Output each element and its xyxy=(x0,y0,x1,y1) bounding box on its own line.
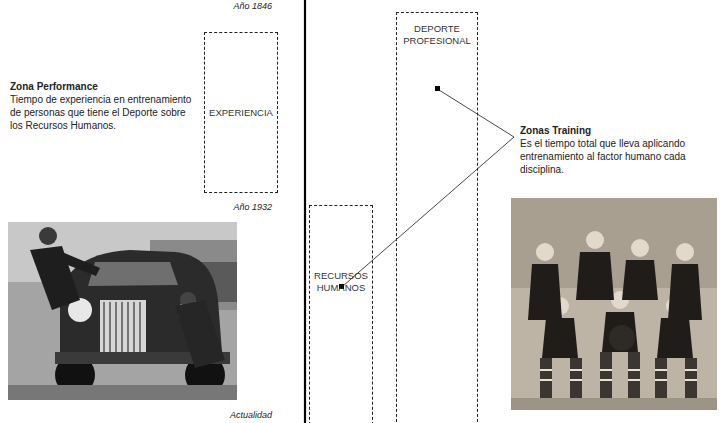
box-label: DEPORTE PROFESIONAL xyxy=(397,23,477,47)
time-axis xyxy=(304,0,306,423)
discipline-zone: DEPORTE PROFESIONAL xyxy=(396,12,478,423)
leader-dot xyxy=(435,86,440,91)
discipline-zone: RECURSOS HUMANOS xyxy=(309,205,373,423)
team-photo xyxy=(511,198,717,410)
box-label: EXPERIENCIA xyxy=(209,107,273,119)
callout-text: Tiempo de experiencia en entrenamiento d… xyxy=(10,93,200,132)
callout-text: Es el tiempo total que lleva aplicando e… xyxy=(520,137,710,176)
year-label: Año 1846 xyxy=(233,1,272,13)
box-label: RECURSOS HUMANOS xyxy=(310,270,372,294)
year-label: Actualidad xyxy=(230,410,272,422)
callout-heading: Zona Performance xyxy=(10,80,200,93)
leader-line xyxy=(439,90,514,137)
year-label: Año 1932 xyxy=(233,202,272,214)
leader-line xyxy=(343,137,514,286)
period-box: EXPERIENCIA xyxy=(204,32,278,193)
callout-heading: Zonas Training xyxy=(520,124,715,137)
car-photo xyxy=(8,222,237,400)
